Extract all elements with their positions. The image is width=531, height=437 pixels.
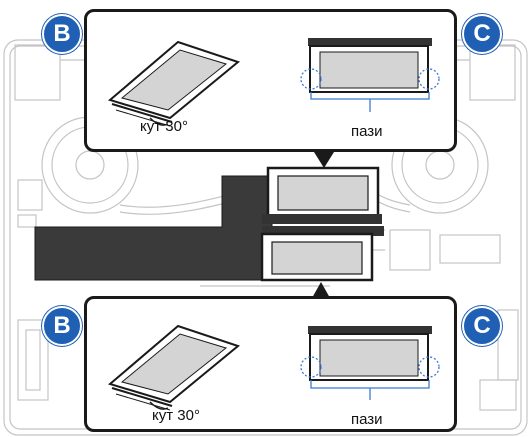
notch-label-top: пази	[351, 123, 383, 140]
ram-module-lower	[260, 226, 384, 282]
notch-circle-right	[418, 356, 440, 378]
notch-circle-left	[300, 356, 322, 378]
flat-module-bottom	[300, 326, 440, 400]
pointer-arrow-up	[312, 282, 330, 298]
badge-c-bottom: C	[462, 306, 502, 346]
ram-module-upper	[262, 166, 382, 224]
pointer-arrow-down	[314, 152, 334, 168]
notch-circle-left	[300, 68, 322, 90]
notch-label-bottom: пази	[351, 411, 383, 428]
angled-module-top	[107, 40, 241, 127]
angled-module-bottom	[107, 324, 241, 411]
angle-label-bottom: кут 30°	[152, 407, 200, 424]
notch-circle-right	[418, 68, 440, 90]
angle-label-top: кут 30°	[140, 118, 188, 135]
badge-b-top: B	[42, 14, 82, 54]
badge-c-top: C	[462, 14, 502, 54]
flat-module-top	[300, 38, 440, 112]
badge-b-bottom: B	[42, 306, 82, 346]
